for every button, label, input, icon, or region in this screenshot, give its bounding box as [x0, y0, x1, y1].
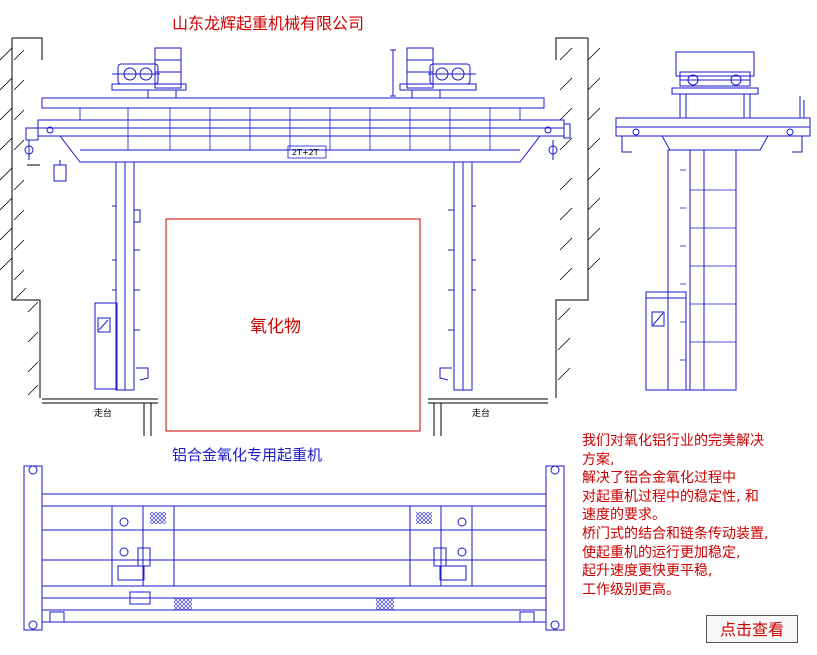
trolley-right — [390, 47, 477, 98]
description-line: 速度的要求。 — [582, 507, 666, 524]
plan-hatch-marks — [150, 512, 432, 610]
walkway-label-left: 走台 — [94, 409, 113, 419]
description-line: 起升速度更快更平稳, — [582, 563, 713, 580]
side-elevation-view — [615, 51, 811, 391]
load-label: 2T+2T — [292, 148, 319, 157]
building-wall-right — [555, 37, 601, 398]
load-label-box — [287, 145, 327, 159]
description-line: 我们对氧化铝行业的完美解决 — [582, 433, 764, 449]
gantry-leg-left — [94, 161, 149, 391]
description-line: 使起重机的运行更加稳定, — [582, 544, 741, 561]
description-text: 我们对氧化铝行业的完美解决 方案, 解决了铝合金氧化过程中 对起重机过程中的稳定… — [582, 432, 812, 599]
bridge-girder — [24, 97, 571, 163]
plan-view — [23, 465, 565, 631]
gantry-leg-right — [439, 161, 476, 391]
description-line: 对起重机过程中的稳定性, 和 — [582, 488, 759, 505]
oxide-label: 氧化物 — [250, 317, 301, 337]
oxide-tank-outline — [165, 218, 421, 432]
view-details-button[interactable]: 点击查看 — [706, 615, 798, 643]
walkway-label-right: 走台 — [472, 409, 491, 419]
company-name: 山东龙辉起重机械有限公司 — [172, 14, 365, 33]
description-line: 工作级别更高。 — [582, 581, 680, 598]
front-elevation-view — [0, 37, 601, 436]
trolley-left — [111, 47, 187, 98]
drawing-title: 铝合金氧化专用起重机 — [172, 446, 323, 464]
walkway-platforms — [42, 398, 548, 436]
description-line: 方案, — [582, 451, 615, 468]
description-line: 解决了铝合金氧化过程中 — [582, 470, 736, 487]
building-wall-left — [0, 37, 43, 398]
description-line: 桥门式的结合和链条传动装置, — [582, 525, 769, 542]
